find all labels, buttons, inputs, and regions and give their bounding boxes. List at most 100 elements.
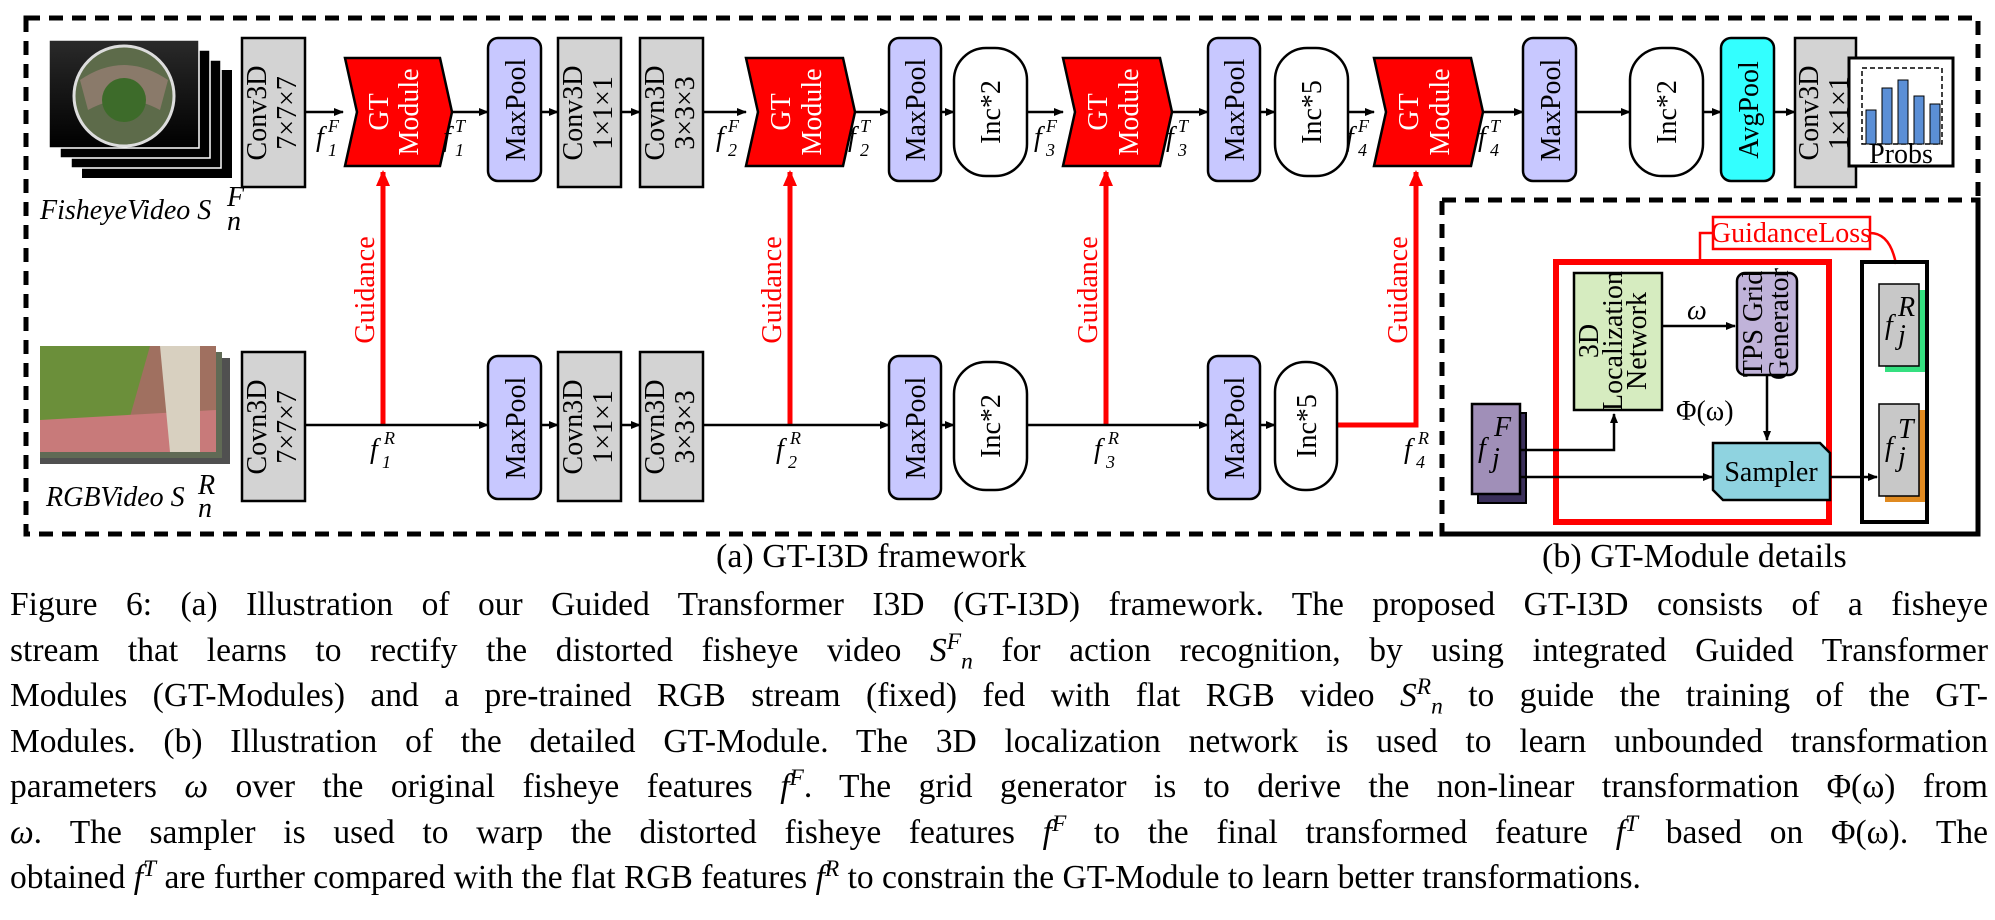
- sampler-box: [1711, 441, 1832, 502]
- svg-text:Module: Module: [1114, 68, 1145, 155]
- conv3d-1x1x1-top: Conv3D 1×1×1: [556, 36, 623, 189]
- svg-text:f: f: [370, 434, 381, 465]
- gt-module-details: GuidanceLoss 3D Localization Network TPS…: [1470, 215, 1929, 525]
- svg-text:T: T: [455, 116, 467, 136]
- svg-text:2: 2: [788, 452, 797, 472]
- inc2-bottom: Inc*2: [952, 360, 1029, 492]
- svg-text:T: T: [1898, 414, 1916, 445]
- fisheye-sup: F: [226, 182, 245, 213]
- svg-text:ω: ω: [1687, 295, 1707, 326]
- svg-text:f: f: [776, 434, 787, 465]
- subcaption-b: (b) GT-Module details: [1542, 538, 1847, 575]
- svg-text:AvgPool: AvgPool: [1734, 61, 1765, 159]
- svg-text:TPS Grid: TPS Grid: [1738, 271, 1769, 378]
- svg-text:GT: GT: [1083, 93, 1114, 130]
- svg-text:R: R: [789, 428, 801, 448]
- svg-text:F: F: [1493, 412, 1512, 443]
- svg-text:Conv3D: Conv3D: [558, 66, 589, 161]
- svg-text:T: T: [1178, 116, 1190, 136]
- svg-text:f: f: [443, 122, 454, 153]
- svg-text:Probs: Probs: [1869, 139, 1933, 170]
- covn3d-7x7x7-bottom: Covn3D 7×7×7: [240, 350, 307, 503]
- fisheye-video-thumbnail: [48, 39, 232, 178]
- svg-text:3: 3: [1045, 140, 1055, 160]
- svg-text:MaxPool: MaxPool: [1220, 58, 1251, 161]
- covn3d-3x3x3-bottom: Covn3D 3×3×3: [638, 350, 705, 503]
- svg-text:Inc*5: Inc*5: [1292, 394, 1323, 458]
- svg-text:GT: GT: [364, 93, 395, 130]
- svg-text:j: j: [1489, 443, 1500, 474]
- svg-text:Inc*2: Inc*2: [976, 394, 1007, 458]
- svg-text:Covn3D: Covn3D: [640, 380, 671, 475]
- svg-text:f: f: [1478, 122, 1489, 153]
- svg-text:F: F: [1045, 116, 1058, 136]
- svg-text:3×3×3: 3×3×3: [670, 76, 701, 150]
- svg-text:f: f: [1034, 122, 1045, 153]
- maxpool-bottom-3: MaxPool: [1206, 354, 1262, 501]
- rgb-video-label: RGBVideo S: [45, 482, 185, 513]
- svg-text:4: 4: [1358, 140, 1367, 160]
- guidance-labels: Guidance Guidance Guidance Guidance: [350, 236, 1414, 343]
- svg-text:R: R: [1417, 428, 1429, 448]
- svg-text:MaxPool: MaxPool: [901, 376, 932, 479]
- svg-text:Guidance: Guidance: [757, 236, 788, 343]
- svg-text:j: j: [1895, 442, 1906, 473]
- svg-text:Network: Network: [1622, 292, 1653, 390]
- svg-text:R: R: [383, 428, 395, 448]
- svg-text:F: F: [1357, 116, 1370, 136]
- caption-line-4: Modules. (b) Illustration of the detaile…: [10, 722, 1988, 760]
- svg-text:Covn3D: Covn3D: [242, 380, 273, 475]
- caption-line-1: Figure 6: (a) Illustration of our Guided…: [10, 586, 1988, 623]
- gt-module-2: GT Module: [744, 56, 857, 168]
- svg-text:f: f: [1404, 434, 1415, 465]
- svg-text:f: f: [848, 122, 859, 153]
- caption-line-6: ω. The sampler is used to warp the disto…: [10, 810, 1989, 851]
- svg-text:Φ(ω): Φ(ω): [1676, 396, 1734, 427]
- svg-text:GT: GT: [1394, 93, 1425, 130]
- svg-text:Module: Module: [797, 68, 828, 155]
- svg-text:1×1×1: 1×1×1: [588, 76, 619, 150]
- svg-text:7×7×7: 7×7×7: [272, 390, 303, 464]
- svg-text:1: 1: [382, 452, 391, 472]
- svg-text:f: f: [1166, 122, 1177, 153]
- svg-text:1×1×1: 1×1×1: [588, 390, 619, 464]
- fisheye-sub: n: [227, 206, 241, 237]
- svg-text:3: 3: [1177, 140, 1187, 160]
- svg-text:T: T: [1490, 116, 1502, 136]
- inc5-top: Inc*5: [1273, 46, 1350, 178]
- svg-text:F: F: [727, 116, 740, 136]
- subcaption-a: (a) GT-I3D framework: [716, 538, 1027, 575]
- svg-text:Conv3D: Conv3D: [1794, 66, 1825, 161]
- rgb-sub: n: [198, 493, 212, 524]
- svg-text:3: 3: [1105, 452, 1115, 472]
- svg-text:GT: GT: [766, 93, 797, 130]
- svg-text:MaxPool: MaxPool: [901, 58, 932, 161]
- caption-line-5: parameters ω over the original fisheye f…: [10, 764, 1988, 805]
- svg-text:F: F: [327, 116, 340, 136]
- covn3d-1x1x1-bottom: Covn3D 1×1×1: [556, 350, 623, 503]
- svg-text:Conv3D: Conv3D: [242, 66, 273, 161]
- conv3d-7x7x7-block: Conv3D 7×7×7: [240, 36, 307, 189]
- gt-module-3: GT Module: [1061, 56, 1174, 168]
- svg-text:f: f: [716, 122, 727, 153]
- svg-text:4: 4: [1416, 452, 1425, 472]
- svg-text:f: f: [1885, 432, 1896, 463]
- fisheye-video-label: FisheyeVideo S: [39, 195, 211, 226]
- svg-text:Generator: Generator: [1764, 267, 1795, 380]
- svg-text:3D: 3D: [1574, 324, 1605, 358]
- svg-text:Guidance: Guidance: [1073, 236, 1104, 343]
- maxpool-top-1: MaxPool: [486, 36, 543, 183]
- gt-module-4: GT Module: [1372, 56, 1485, 168]
- svg-text:7×7×7: 7×7×7: [272, 76, 303, 150]
- caption-line-7: obtained fT are further compared with th…: [10, 855, 1641, 896]
- svg-text:MaxPool: MaxPool: [501, 58, 532, 161]
- svg-text:Inc*2: Inc*2: [1652, 80, 1683, 144]
- svg-text:Module: Module: [394, 68, 425, 155]
- maxpool-top-3: MaxPool: [1206, 36, 1262, 183]
- svg-text:MaxPool: MaxPool: [1220, 376, 1251, 479]
- svg-text:MaxPool: MaxPool: [501, 376, 532, 479]
- svg-text:T: T: [860, 116, 872, 136]
- top-feature-labels: f 1 F f 1 T f 2 F f 2 T f 3 F f 3 T f 4 …: [316, 116, 1502, 160]
- svg-text:1: 1: [328, 140, 337, 160]
- svg-text:3×3×3: 3×3×3: [670, 390, 701, 464]
